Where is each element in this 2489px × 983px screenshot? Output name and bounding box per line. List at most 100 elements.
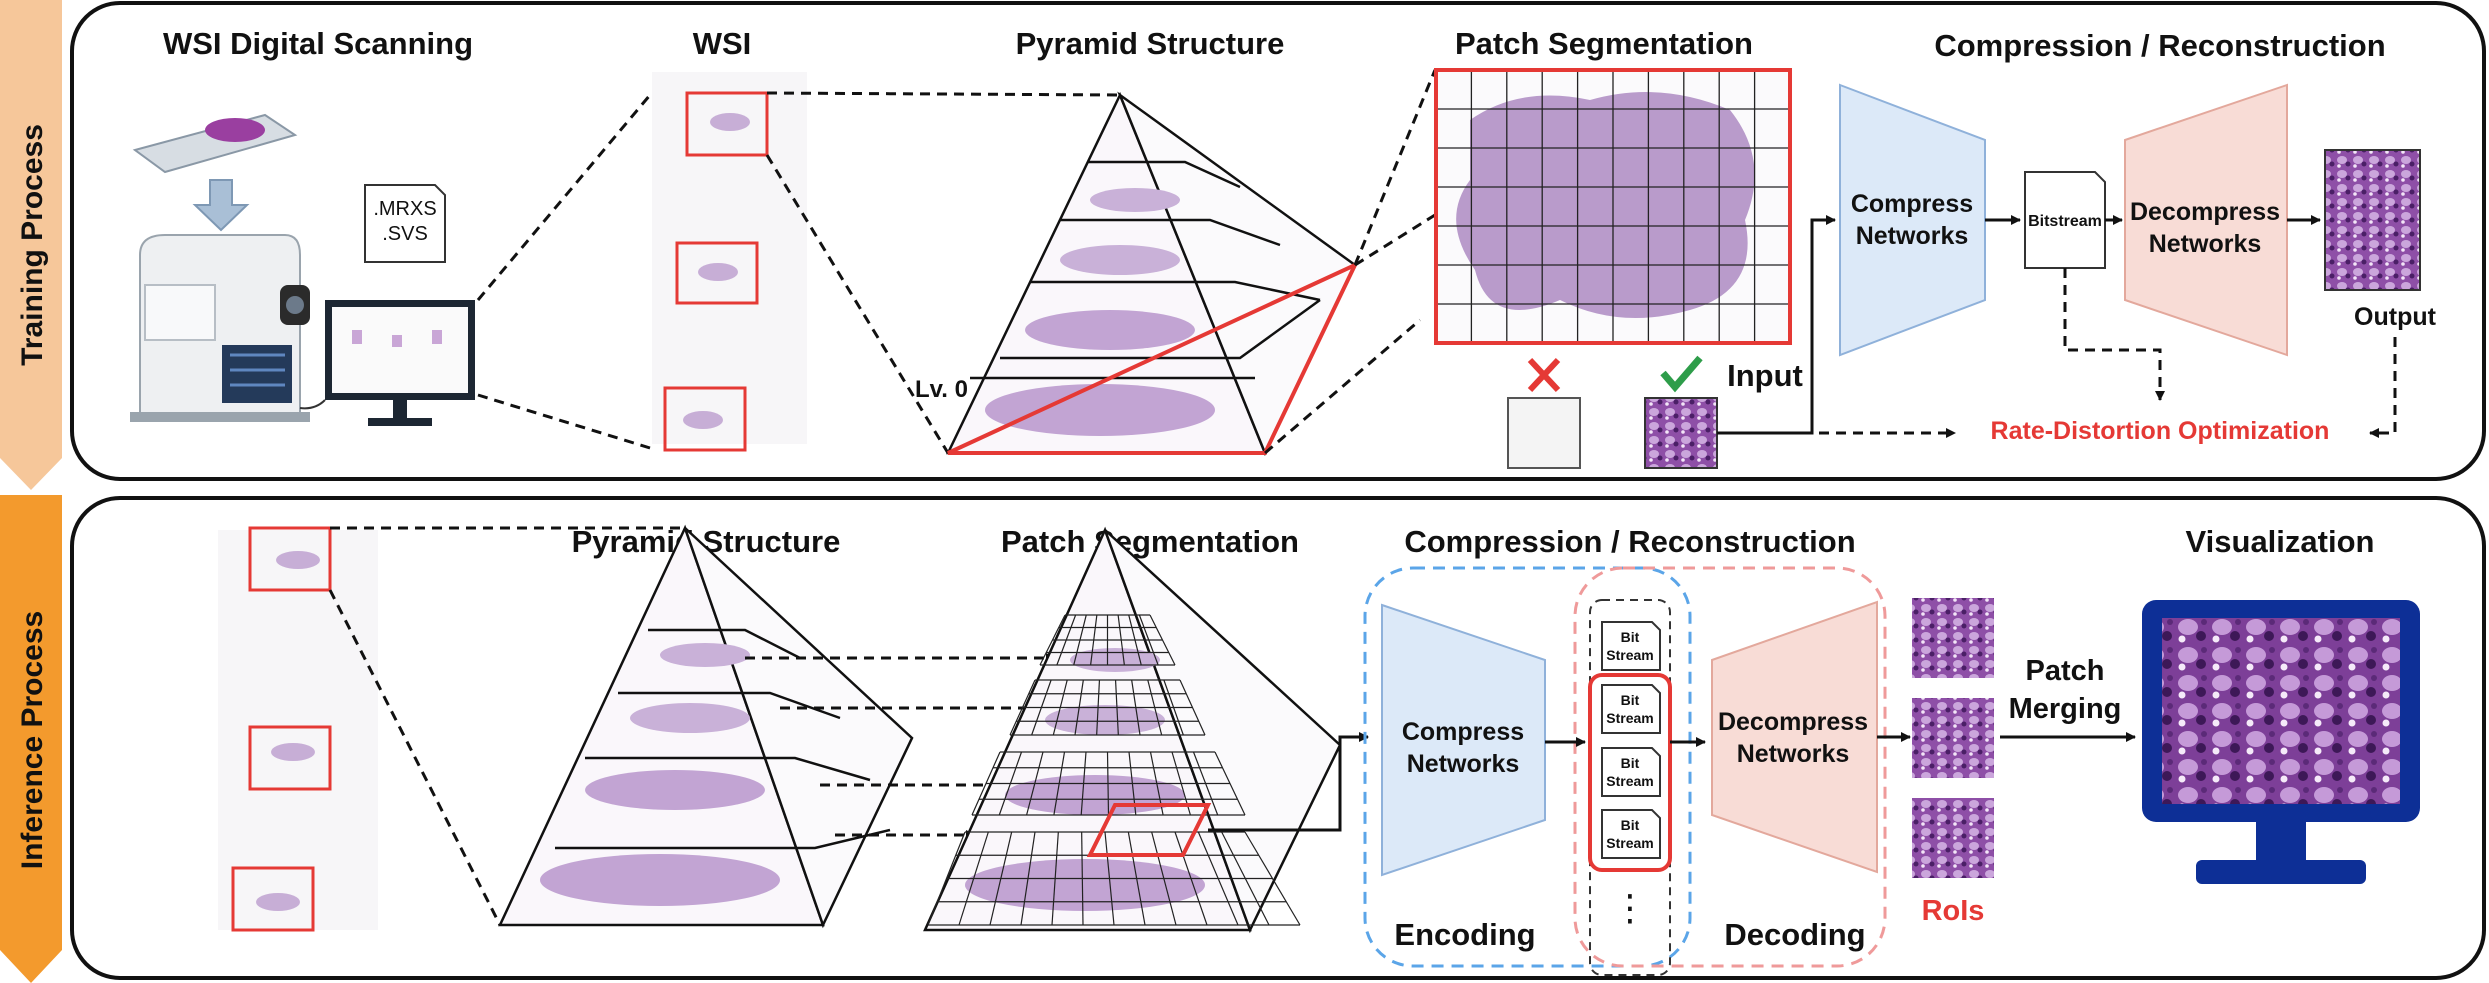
grid-line bbox=[1131, 679, 1141, 736]
visualization-title: Visualization bbox=[2186, 524, 2375, 559]
grid-line bbox=[971, 751, 1001, 816]
grid-line bbox=[1073, 614, 1087, 666]
grid-lines bbox=[1436, 70, 1790, 343]
file-doc-icon: .MRXS .SVS bbox=[364, 184, 446, 263]
bitstream-doc-1: Bit Stream bbox=[1601, 621, 1661, 671]
input-label: Input bbox=[1727, 358, 1803, 393]
file-ext-mrxs: .MRXS bbox=[373, 198, 436, 220]
grid-line bbox=[1031, 679, 1052, 736]
grid-line bbox=[1128, 614, 1142, 666]
training-output-patch bbox=[2324, 149, 2421, 291]
grid-line bbox=[958, 831, 989, 926]
bit-label-1b: Stream bbox=[1606, 647, 1653, 663]
inference-roi-box-bottom bbox=[231, 866, 315, 932]
inference-side-label: Inference Process bbox=[16, 611, 49, 869]
grid-line bbox=[1039, 614, 1066, 666]
grid-line bbox=[1080, 751, 1087, 816]
grid-line bbox=[1052, 679, 1068, 736]
wsi-scanning-title: WSI Digital Scanning bbox=[163, 26, 473, 61]
grid-line bbox=[1138, 614, 1159, 666]
grid-line bbox=[1214, 751, 1246, 816]
grid-line bbox=[1074, 679, 1084, 736]
inference-patch-title: Patch Segmentation bbox=[1001, 524, 1299, 559]
inference-decompress-network bbox=[1711, 600, 1878, 874]
training-codec-title: Compression / Reconstruction bbox=[1934, 28, 2385, 63]
patch-merging-label-1: Patch bbox=[2026, 655, 2105, 687]
grid-line bbox=[1096, 679, 1101, 736]
encoding-label: Encoding bbox=[1394, 917, 1535, 952]
training-wsi-title: WSI bbox=[693, 26, 752, 61]
training-pyramid-title: Pyramid Structure bbox=[1016, 26, 1285, 61]
rois-label: RoIs bbox=[1922, 895, 1985, 927]
bitstream-selected-box bbox=[1588, 673, 1672, 872]
training-wsi-thumbnails bbox=[683, 113, 750, 429]
grid-line bbox=[1009, 679, 1036, 736]
training-patch-title: Patch Segmentation bbox=[1455, 26, 1753, 61]
grid-line bbox=[1174, 831, 1208, 926]
grid-line bbox=[1051, 831, 1059, 926]
decoding-group-box bbox=[1573, 566, 1887, 968]
reject-cross-icon bbox=[1527, 357, 1561, 393]
level-zero-label: Lv. 0 bbox=[915, 376, 968, 403]
bit-label-2b: Stream bbox=[1606, 710, 1653, 726]
grid-line bbox=[1090, 614, 1098, 666]
file-ext-svs: .SVS bbox=[382, 223, 428, 245]
training-tab-arrow bbox=[0, 0, 62, 490]
bitstream-doc-4: Bit Stream bbox=[1601, 809, 1661, 859]
grid-line bbox=[1106, 751, 1110, 816]
inference-tab-arrow bbox=[0, 495, 62, 983]
monitor-icon bbox=[299, 300, 475, 426]
bitstream-ellipsis: ⋮ bbox=[1612, 888, 1648, 929]
bit-label-2a: Bit bbox=[1621, 692, 1640, 708]
grid-line bbox=[1056, 614, 1077, 666]
inference-roi-box-middle bbox=[248, 725, 332, 791]
visualization-monitor-icon bbox=[2142, 600, 2420, 884]
roi-patch-1 bbox=[1912, 598, 1994, 678]
grid-line bbox=[1026, 751, 1044, 816]
grid-line bbox=[1221, 831, 1270, 926]
grid-line bbox=[1081, 831, 1084, 926]
grid-line bbox=[1020, 831, 1036, 926]
bitstream-doc-3: Bit Stream bbox=[1601, 747, 1661, 797]
grid-line bbox=[927, 831, 966, 926]
scanner-device-icon bbox=[130, 234, 310, 422]
wsi-roi-box-top bbox=[685, 91, 769, 157]
bitstream-doc-2: Bit Stream bbox=[1601, 684, 1661, 734]
grid-line bbox=[1147, 679, 1163, 736]
training-decompress-network bbox=[2124, 83, 2288, 357]
grid-line bbox=[1244, 831, 1301, 926]
inference-wsi-strip bbox=[218, 530, 378, 930]
roi-patch-3 bbox=[1912, 798, 1994, 878]
training-pyramid bbox=[946, 91, 1360, 457]
rate-distortion-label: Rate-Distortion Optimization bbox=[1991, 417, 2330, 445]
accept-check-icon bbox=[1660, 355, 1703, 393]
grid-line bbox=[1192, 751, 1219, 816]
grid-line bbox=[1127, 831, 1146, 926]
grid-line bbox=[1117, 614, 1125, 666]
rejected-blank-patch bbox=[1507, 397, 1581, 469]
inference-patch-pyramid bbox=[923, 526, 1342, 934]
output-label: Output bbox=[2354, 303, 2437, 331]
inference-pyramid bbox=[498, 524, 914, 929]
grid-line bbox=[1179, 679, 1206, 736]
training-decompress-label-2: Networks bbox=[2149, 230, 2262, 258]
training-panel bbox=[70, 1, 2486, 481]
grid-line bbox=[1151, 831, 1177, 926]
training-bitstream-doc: Bitstream bbox=[2024, 171, 2106, 269]
patch-merging-label-2: Merging bbox=[2009, 693, 2122, 725]
inference-roi-box-top bbox=[248, 526, 332, 592]
decoding-label: Decoding bbox=[1724, 917, 1865, 952]
training-patch-grid bbox=[1434, 68, 1792, 345]
bit-label-4b: Stream bbox=[1606, 835, 1653, 851]
input-patch-image bbox=[1644, 397, 1718, 469]
grid-line bbox=[998, 751, 1023, 816]
grid-line bbox=[1053, 751, 1066, 816]
down-arrow-icon bbox=[192, 179, 250, 232]
inference-codec-title: Compression / Reconstruction bbox=[1404, 524, 1855, 559]
grid-line bbox=[1104, 831, 1115, 926]
grid-line bbox=[1114, 679, 1119, 736]
inference-wsi-thumbnails bbox=[256, 551, 320, 911]
inference-panel bbox=[70, 496, 2486, 980]
wsi-roi-box-middle bbox=[675, 241, 759, 305]
grid-line bbox=[1197, 831, 1239, 926]
